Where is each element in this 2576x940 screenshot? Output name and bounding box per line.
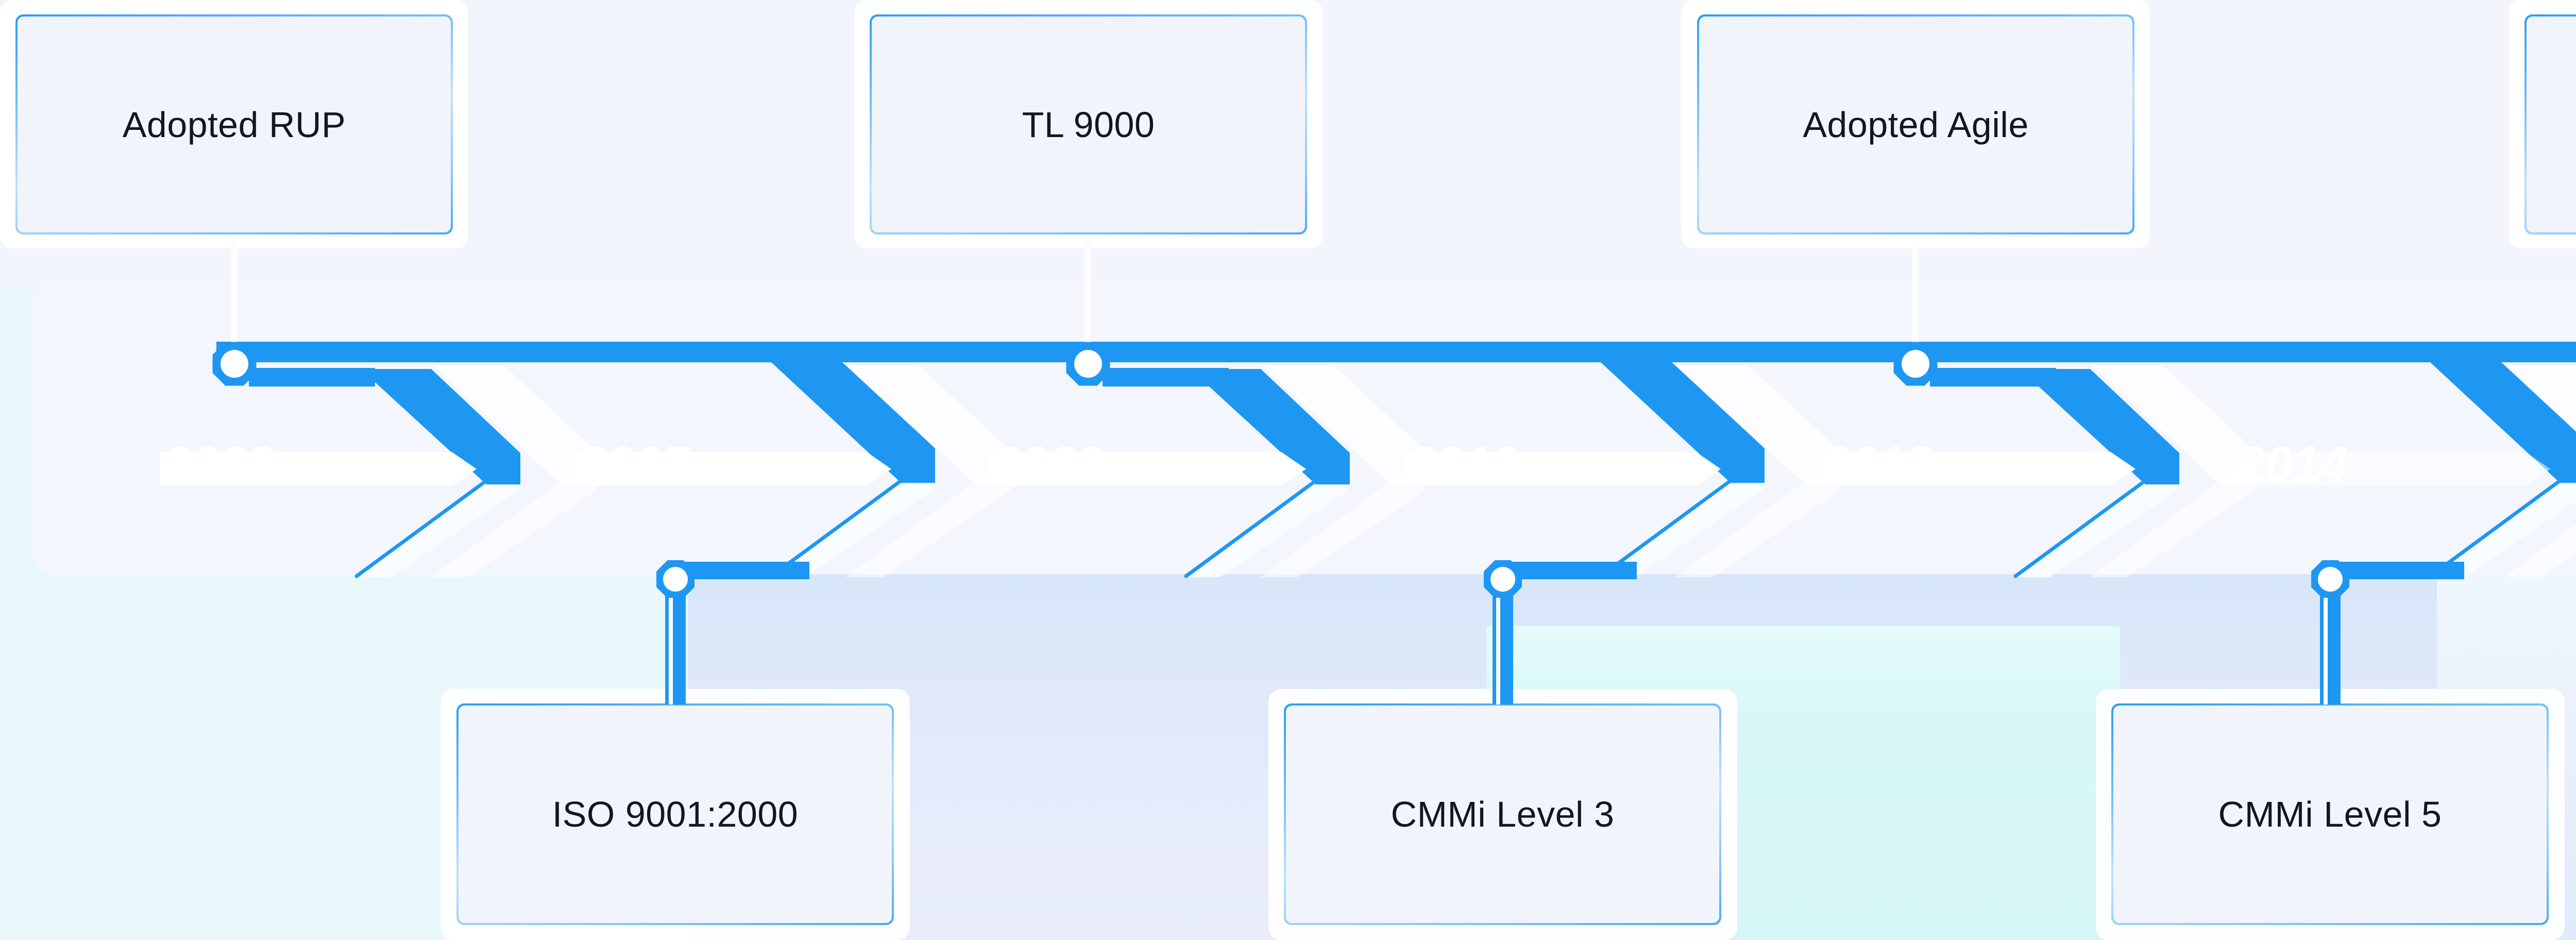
year-label-segment-1: 2003 — [160, 439, 477, 492]
milestone-card-cmmi-level-5: CMMi Level 5 — [2111, 703, 2549, 925]
milestone-card-label: CMMi Level 5 — [2218, 794, 2442, 834]
year-text: 2005 — [578, 436, 689, 494]
milestone-card-adopted-agile: Adopted Agile — [1697, 14, 2134, 234]
year-label-segment-5: 2012 — [1819, 439, 2136, 492]
year-text: 2012 — [1822, 436, 1933, 494]
milestone-card-label: Adopted Agile — [1803, 104, 2029, 145]
year-label-segment-4: 2010 — [1404, 439, 1721, 492]
top-card-connector — [1912, 234, 1919, 350]
milestone-card-label: CMMi Level 3 — [1391, 794, 1615, 834]
milestone-card-iso-9001-2000: ISO 9001:2000 — [456, 703, 894, 925]
milestone-card-cmmi-level-3: CMMi Level 3 — [1284, 703, 1721, 925]
year-label-segment-3: 2008 — [989, 439, 1306, 492]
milestone-card-label: Adopted RUP — [122, 104, 346, 145]
top-card-connector — [1084, 234, 1091, 350]
year-label-segment-2: 2005 — [574, 439, 891, 492]
year-text: 2003 — [163, 436, 274, 494]
year-arrow-band — [160, 452, 477, 486]
year-arrow-band — [2233, 452, 2550, 486]
milestone-card-iso-27001-2005: ISO/IEC 27001:2005 — [2524, 14, 2576, 234]
year-arrow-band — [1819, 452, 2136, 486]
milestone-card-label: TL 9000 — [1022, 104, 1155, 145]
milestone-card-tl-9000: TL 9000 — [870, 14, 1307, 234]
year-text: 2010 — [1407, 436, 1518, 494]
year-arrow-band — [989, 452, 1306, 486]
year-text: 2008 — [992, 436, 1104, 494]
milestone-card-adopted-rup: Adopted RUP — [15, 14, 453, 234]
year-text: 2014 — [2236, 436, 2348, 494]
milestone-card-label: ISO 9001:2000 — [552, 794, 799, 834]
year-arrow-band — [1404, 452, 1721, 486]
year-arrow-band — [574, 452, 891, 486]
timeline-node — [1893, 342, 1938, 386]
timeline-node — [1066, 342, 1110, 386]
year-label-segment-6: 2014 — [2233, 439, 2550, 492]
